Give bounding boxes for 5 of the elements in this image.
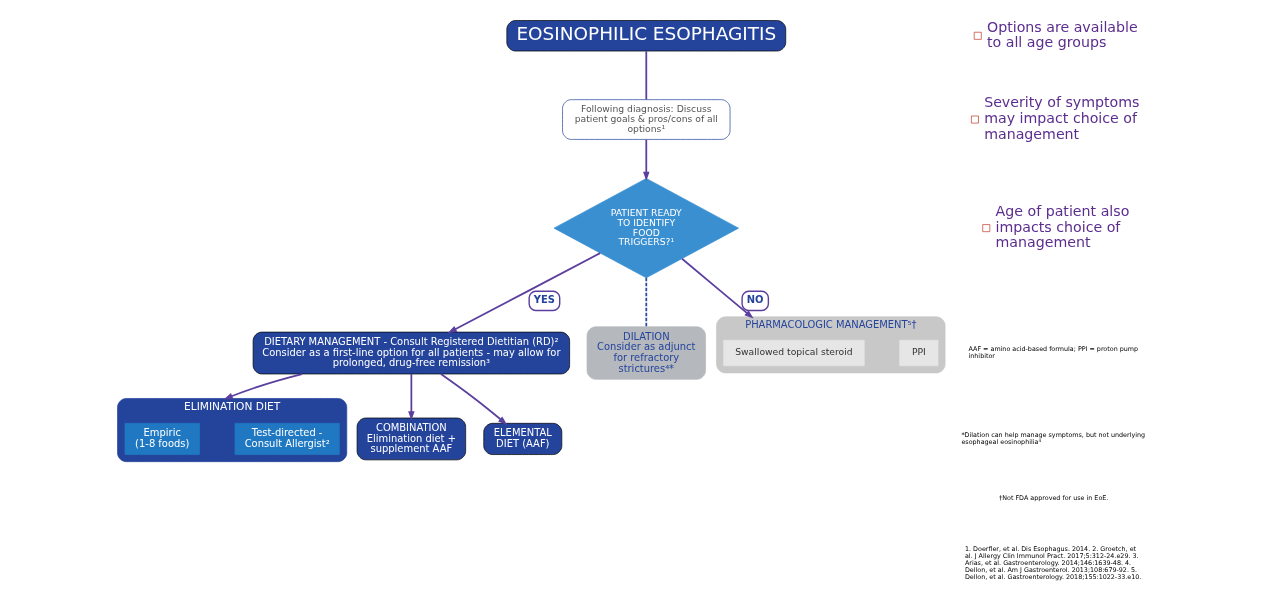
label: Severity of symptoms may impact choice of management (983, 94, 1139, 142)
edge-label: YES (533, 294, 555, 306)
edge-label: NO (746, 294, 763, 306)
label: Options are available to all age groups (986, 18, 1138, 51)
label: Age of patient also impacts choice of management (995, 203, 1129, 251)
